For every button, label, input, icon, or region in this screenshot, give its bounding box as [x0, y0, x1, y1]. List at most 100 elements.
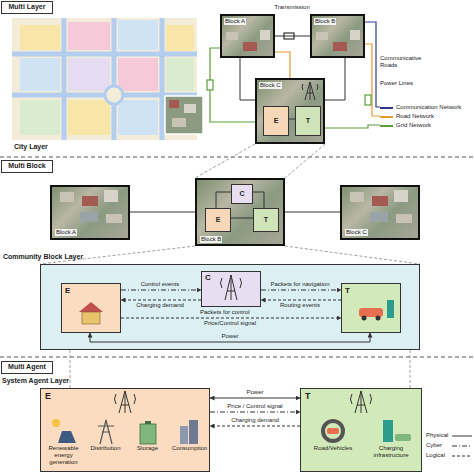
tower-icon: [351, 391, 372, 413]
map-parcel: [20, 58, 60, 91]
photo-roof: [104, 190, 118, 202]
edge-label: Charging demand: [136, 302, 184, 309]
connector: [90, 333, 370, 342]
connector: [210, 412, 300, 413]
zoom-line: [285, 246, 420, 264]
ev-icon: [395, 434, 411, 441]
connector: [130, 212, 195, 213]
edge-label: Transmission: [274, 4, 309, 11]
node-label: Multi Layer: [9, 3, 46, 11]
car-wheel: [362, 316, 367, 321]
map-parcel: [68, 22, 110, 50]
connector: [253, 192, 264, 208]
building-icon: [189, 420, 198, 444]
section-header: Multi Agent: [1, 361, 53, 374]
zoom-lines: [40, 144, 420, 388]
transport-box: T: [295, 106, 321, 136]
photo-roof: [172, 118, 186, 127]
connector: [261, 290, 341, 291]
resistor-symbol: [365, 95, 371, 105]
house-roof: [79, 302, 103, 312]
item-label: Consumption: [170, 445, 209, 452]
connector: [210, 426, 300, 427]
grid-wire: [210, 48, 255, 122]
map-roundabout: [105, 86, 123, 104]
node-label: Block A: [55, 229, 77, 236]
legend-line-sample: [452, 436, 472, 437]
connector: [275, 36, 310, 37]
city-map: [12, 18, 203, 140]
battery-cap: [145, 421, 151, 424]
photo-roof: [226, 32, 238, 40]
map-parcel: [20, 25, 60, 50]
node-label: Block B: [314, 18, 336, 25]
photo-roof: [370, 212, 388, 222]
connector: [231, 218, 253, 219]
legend-swatch: [380, 125, 393, 127]
node-label: E: [45, 391, 51, 401]
node-label: E: [65, 286, 70, 295]
road-wire: [275, 52, 290, 78]
node-label: T: [264, 216, 268, 224]
cyber-box: C: [231, 184, 253, 204]
car-icon: [359, 308, 383, 317]
photo-roof: [184, 104, 196, 113]
connector: [289, 119, 295, 120]
connector: [240, 58, 255, 100]
wire-label: Communicative Roads: [380, 55, 430, 69]
map-road: [112, 18, 117, 140]
house-wall: [82, 312, 100, 324]
node-label: E: [216, 216, 221, 224]
section-header: Multi Block: [1, 160, 53, 173]
item-label: Road/Vehicles: [305, 445, 361, 452]
photo-roof: [396, 214, 412, 223]
node-label: T: [306, 117, 310, 125]
connector: [121, 300, 201, 301]
photo-roof: [372, 196, 388, 206]
legend-label: Communication Network: [396, 104, 461, 111]
node-label: Block B: [200, 236, 222, 243]
section-header: Multi Layer: [1, 1, 53, 14]
photo-roof: [350, 192, 364, 202]
photo-roof: [106, 214, 122, 223]
connector: [285, 212, 340, 213]
edge-label: Control events: [141, 281, 180, 288]
charger-icon: [387, 300, 394, 318]
zoom-line: [410, 350, 411, 388]
connector: [261, 300, 341, 301]
photo-roof: [350, 30, 360, 40]
zoom-line: [195, 144, 255, 178]
edge-label: Charging demand: [231, 417, 279, 424]
zoom-line: [70, 350, 71, 388]
legend-line-sample: [452, 456, 472, 457]
photo-roof: [333, 42, 347, 51]
flow-label: Packets for control: [200, 309, 250, 316]
map-parcel: [68, 58, 110, 91]
map-parcel: [118, 58, 158, 91]
connector: [210, 398, 300, 399]
edge-label: Power: [221, 333, 238, 340]
connector: [121, 318, 341, 319]
resistor-symbol: [207, 80, 213, 90]
vehicle-icon: [327, 428, 339, 434]
map-road: [160, 18, 165, 140]
layer-label: System Agent Layer: [2, 377, 69, 385]
zoom-line: [285, 144, 325, 178]
node-label: T: [305, 391, 311, 401]
building-icon: [180, 426, 188, 444]
block-photo-details: [60, 30, 412, 223]
layer-label: City Layer: [14, 143, 48, 151]
legend-label: Physical: [426, 432, 448, 439]
map-parcel: [20, 100, 60, 135]
connector: [216, 192, 231, 208]
connector: [121, 290, 201, 291]
road-wire: [365, 44, 380, 116]
photo-roof: [169, 100, 179, 108]
edge-label: Price/Control signal: [204, 320, 256, 327]
map-parcel: [166, 25, 194, 51]
transport-box: T: [253, 208, 279, 232]
battery-icon: [140, 424, 156, 444]
node-label: Multi Block: [8, 162, 45, 170]
connector: [325, 58, 345, 100]
